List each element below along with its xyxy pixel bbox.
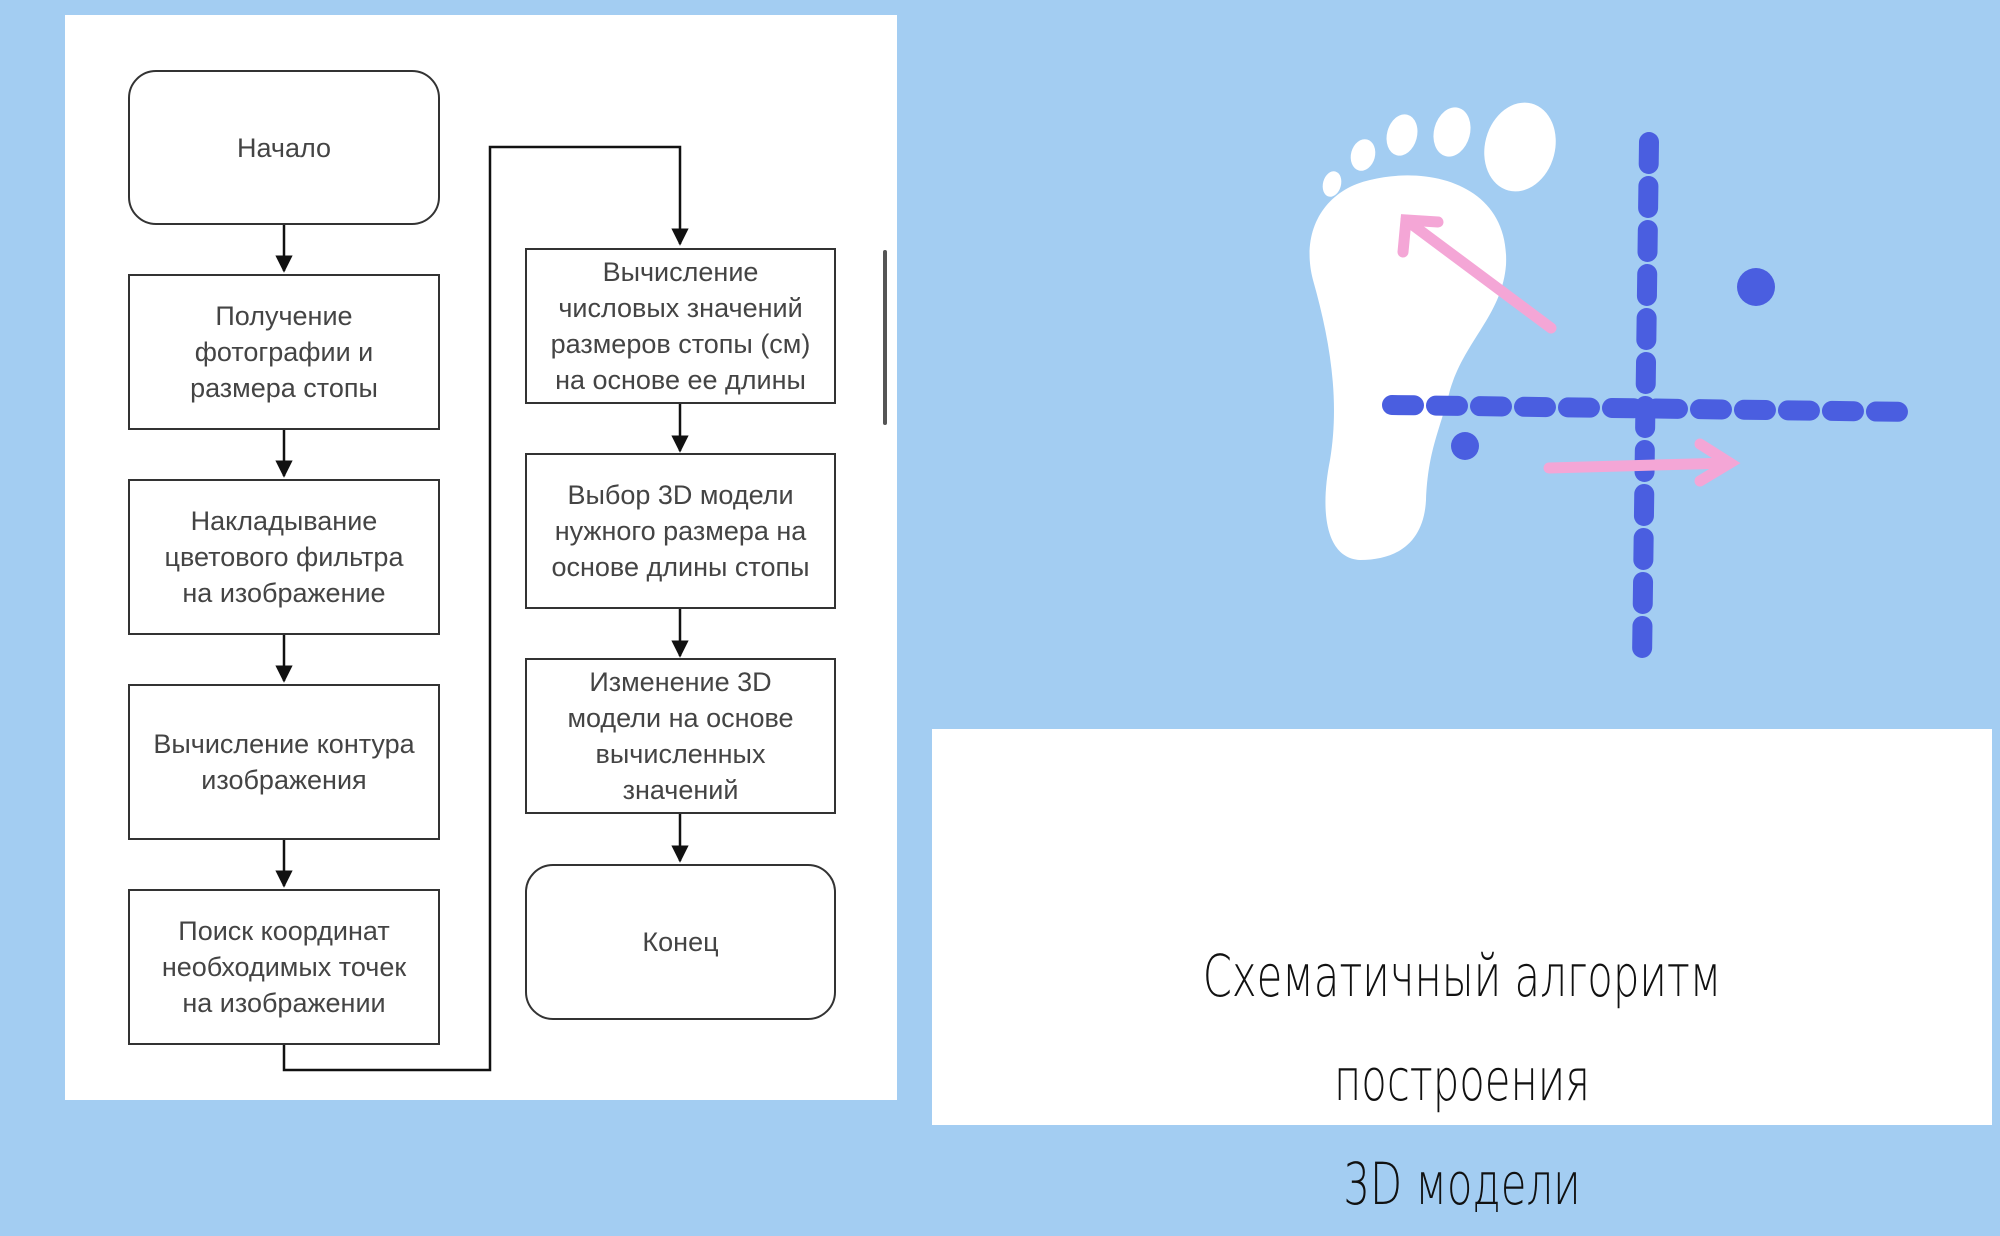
flow-start-node: Начало [128, 70, 440, 225]
flow-step-get-photo: Получение фотографии и размера стопы [128, 274, 440, 430]
flow-step-find-points: Поиск координат необходимых точек на изо… [128, 889, 440, 1045]
axis-cross-icon [1382, 132, 1922, 670]
arrow-diagonal-icon [1397, 214, 1557, 334]
scrollbar-thumb[interactable] [883, 250, 887, 425]
flow-step-modify-model: Изменение 3D модели на основе вычисленны… [525, 658, 836, 814]
caption-panel: Схематичный алгоритм построения 3D модел… [932, 729, 1992, 1218]
arrow-right-icon [1543, 438, 1741, 487]
flow-end-node: Конец [525, 864, 836, 1020]
foot-measurement-illustration [1309, 102, 1922, 670]
flow-step-color-filter: Накладывание цветового фильтра на изобра… [128, 479, 440, 635]
footprint-icon [1309, 102, 1556, 560]
caption-title: Схематичный алгоритм построения 3D модел… [1202, 942, 1722, 1218]
flow-step-compute-sizes: Вычисление числовых значений размеров ст… [525, 248, 836, 404]
dot-icon [1451, 268, 1775, 460]
flow-step-select-model: Выбор 3D модели нужного размера на основ… [525, 453, 836, 609]
flow-step-contour: Вычисление контура изображения [128, 684, 440, 840]
